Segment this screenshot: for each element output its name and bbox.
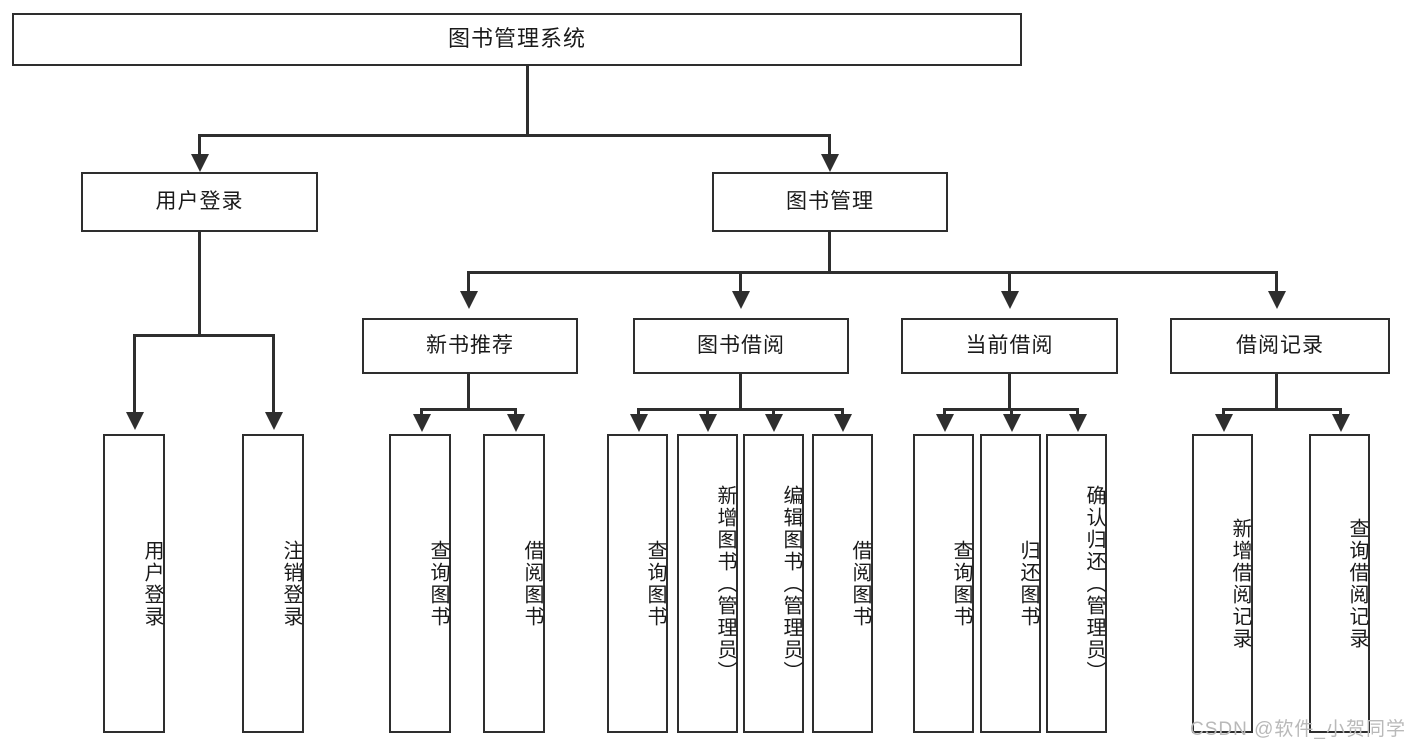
node-label: 借阅图书 xyxy=(521,539,543,628)
edge-root-to-user-login xyxy=(198,134,201,158)
node-label: 用户登录 xyxy=(155,190,244,214)
arrow-user-login-to-logout xyxy=(265,412,283,430)
arrow-br-to-add xyxy=(1215,414,1233,432)
arrow-root-to-user-login xyxy=(191,154,209,172)
edge-bm-to-new-book xyxy=(467,271,470,295)
edge-nbr-stem xyxy=(467,374,470,410)
edge-br-to-query xyxy=(1339,408,1342,416)
node-label: 查询图书 xyxy=(950,539,972,628)
edge-cb-to-confirm xyxy=(1076,408,1079,416)
node-label: 当前借阅 xyxy=(965,334,1054,358)
arrow-cb-to-query xyxy=(936,414,954,432)
arrow-cb-to-return xyxy=(1003,414,1021,432)
edge-bm-to-current-borrow xyxy=(1008,271,1011,295)
edge-book-management-stem xyxy=(828,232,831,274)
leaf-nbr-borrow-book[interactable]: 借阅图书 xyxy=(483,434,545,733)
edge-book-management-bus xyxy=(467,271,1277,274)
leaf-br-add-record[interactable]: 新增借阅记录 xyxy=(1192,434,1253,733)
edge-bb-to-query xyxy=(637,408,640,416)
node-label: 编辑图书（管理员） xyxy=(780,484,802,683)
node-current-borrow[interactable]: 当前借阅 xyxy=(901,318,1118,374)
arrow-cb-to-confirm xyxy=(1069,414,1087,432)
node-label: 新书推荐 xyxy=(426,334,514,358)
leaf-br-query-record[interactable]: 查询借阅记录 xyxy=(1309,434,1370,733)
node-label: 借阅记录 xyxy=(1236,334,1324,358)
leaf-cb-query-book[interactable]: 查询图书 xyxy=(913,434,974,733)
edge-br-bus xyxy=(1222,408,1342,411)
node-label: 归还图书 xyxy=(1017,539,1039,628)
node-borrow-record[interactable]: 借阅记录 xyxy=(1170,318,1390,374)
node-label: 查询图书 xyxy=(644,539,666,628)
arrow-user-login-to-login xyxy=(126,412,144,430)
edge-user-login-stem xyxy=(198,232,201,336)
edge-nbr-to-query xyxy=(420,408,423,416)
edge-bm-to-book-borrow xyxy=(739,271,742,295)
edge-root-bus xyxy=(198,134,831,137)
leaf-nbr-query-book[interactable]: 查询图书 xyxy=(389,434,451,733)
watermark: CSDN @软件_小贺同学 xyxy=(1190,719,1405,740)
edge-bb-to-add xyxy=(706,408,709,416)
edge-user-login-to-login xyxy=(133,334,136,416)
arrow-bb-to-edit xyxy=(765,414,783,432)
arrow-bm-to-book-borrow xyxy=(732,291,750,309)
edge-bb-stem xyxy=(739,374,742,410)
leaf-cb-return-book[interactable]: 归还图书 xyxy=(980,434,1041,733)
node-label: 图书借阅 xyxy=(697,334,785,358)
arrow-bm-to-new-book xyxy=(460,291,478,309)
leaf-cb-confirm-return-admin[interactable]: 确认归还（管理员） xyxy=(1046,434,1107,733)
node-book-management-system[interactable]: 图书管理系统 xyxy=(12,13,1022,66)
edge-br-stem xyxy=(1275,374,1278,410)
edge-bm-to-borrow-record xyxy=(1275,271,1278,295)
node-label: 新增借阅记录 xyxy=(1229,517,1251,650)
node-label: 注销登录 xyxy=(280,539,302,628)
node-label: 查询借阅记录 xyxy=(1346,517,1368,650)
arrow-root-to-book-management xyxy=(821,154,839,172)
edge-bb-to-borrow xyxy=(841,408,844,416)
edge-user-login-to-logout xyxy=(272,334,275,416)
node-label: 借阅图书 xyxy=(849,539,871,628)
arrow-bm-to-borrow-record xyxy=(1268,291,1286,309)
arrow-bm-to-current-borrow xyxy=(1001,291,1019,309)
node-label: 查询图书 xyxy=(427,539,449,628)
arrow-bb-to-add xyxy=(699,414,717,432)
edge-root-to-book-management xyxy=(828,134,831,158)
node-label: 用户登录 xyxy=(141,539,163,628)
arrow-nbr-to-borrow xyxy=(507,414,525,432)
edge-cb-stem xyxy=(1008,374,1011,410)
leaf-user-logout[interactable]: 注销登录 xyxy=(242,434,304,733)
edge-cb-to-return xyxy=(1010,408,1013,416)
edge-bb-to-edit xyxy=(772,408,775,416)
arrow-br-to-query xyxy=(1332,414,1350,432)
node-new-book-recommend[interactable]: 新书推荐 xyxy=(362,318,578,374)
node-label: 图书管理 xyxy=(786,190,874,214)
node-book-borrow[interactable]: 图书借阅 xyxy=(633,318,849,374)
node-label: 图书管理系统 xyxy=(447,26,586,52)
edge-br-to-add xyxy=(1222,408,1225,416)
node-label: 确认归还（管理员） xyxy=(1083,484,1105,683)
edge-root-stem xyxy=(526,66,529,136)
edge-cb-to-query xyxy=(943,408,946,416)
leaf-bb-add-book-admin[interactable]: 新增图书（管理员） xyxy=(677,434,738,733)
leaf-bb-edit-book-admin[interactable]: 编辑图书（管理员） xyxy=(743,434,804,733)
leaf-bb-query-book[interactable]: 查询图书 xyxy=(607,434,668,733)
node-label: 新增图书（管理员） xyxy=(714,484,736,683)
node-user-login[interactable]: 用户登录 xyxy=(81,172,318,232)
node-book-management[interactable]: 图书管理 xyxy=(712,172,948,232)
edge-nbr-to-borrow xyxy=(514,408,517,416)
edge-nbr-bus xyxy=(420,408,514,411)
leaf-bb-borrow-book[interactable]: 借阅图书 xyxy=(812,434,873,733)
arrow-nbr-to-query xyxy=(413,414,431,432)
leaf-user-login[interactable]: 用户登录 xyxy=(103,434,165,733)
arrow-bb-to-query xyxy=(630,414,648,432)
arrow-bb-to-borrow xyxy=(834,414,852,432)
edge-user-login-bus xyxy=(133,334,275,337)
edge-bb-bus xyxy=(637,408,844,411)
